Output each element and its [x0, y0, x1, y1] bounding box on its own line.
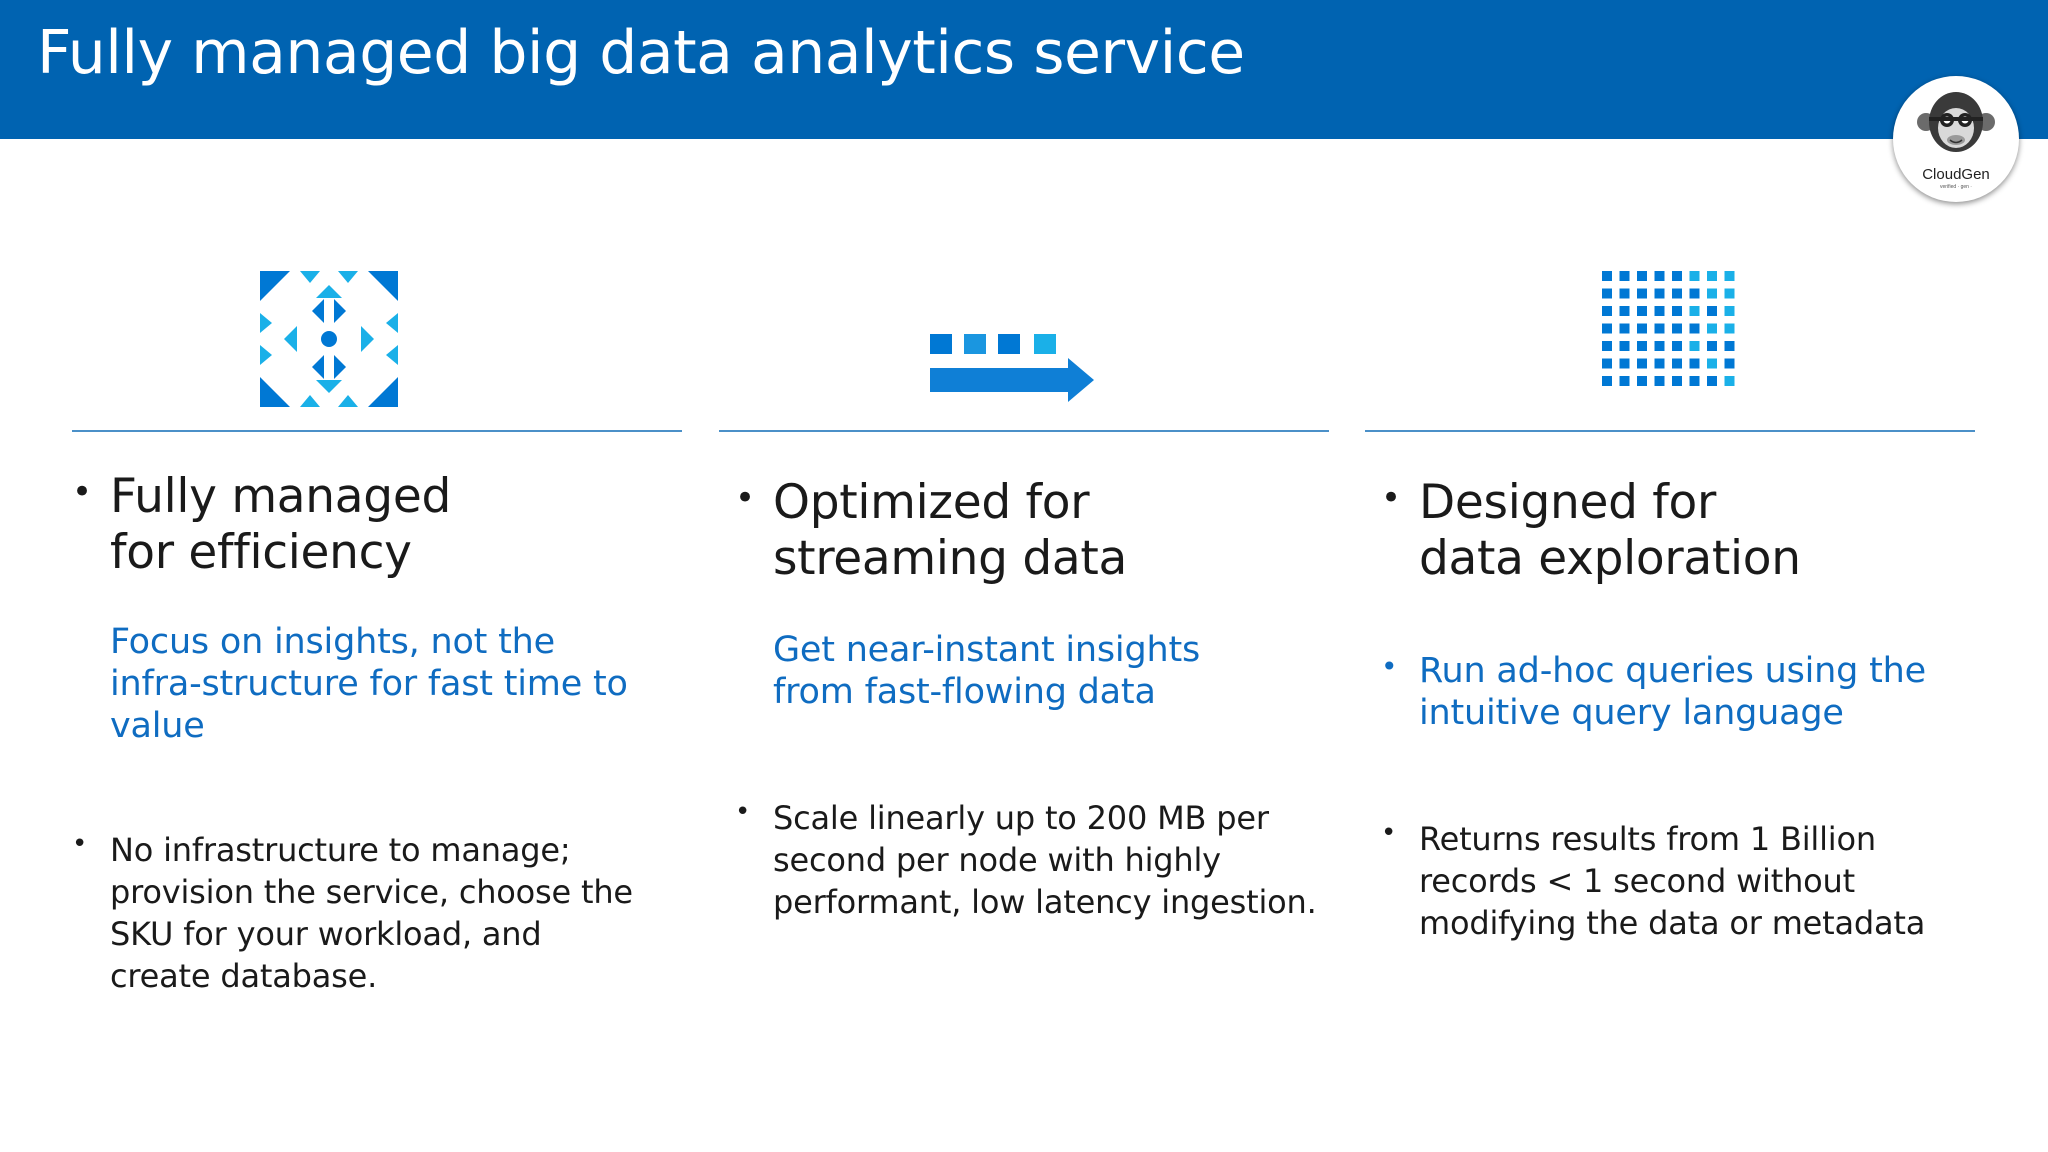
body-line-2: second per node with highly	[773, 841, 1221, 879]
subtext-line-1: Focus on insights, not the	[110, 622, 555, 662]
subtext-line-3: value	[110, 706, 205, 746]
heading-bullet: •	[1381, 478, 1402, 518]
body-bullet: •	[735, 797, 751, 827]
slide-header: Fully managed big data analytics service	[0, 0, 2048, 139]
cloudgen-logo: CloudGen verified · gen ·	[1893, 76, 2019, 202]
diamond-pattern-icon	[260, 271, 398, 411]
monkey-icon	[1917, 92, 1995, 152]
subtext-bullet: •	[1381, 650, 1398, 683]
subtext-line-1: Get near-instant insights	[773, 630, 1201, 670]
body-line-2: provision the service, choose the	[110, 873, 633, 911]
column-divider-3	[1365, 430, 1975, 432]
logo-tagline: verified · gen ·	[1940, 184, 1972, 190]
body-line-1: No infrastructure to manage;	[110, 831, 571, 869]
body-bullet: •	[72, 829, 88, 859]
body-line-3: performant, low latency ingestion.	[773, 883, 1317, 921]
body-line-3: modifying the data or metadata	[1419, 904, 1926, 942]
body-line-2: records < 1 second without	[1419, 862, 1855, 900]
body-line-4: create database.	[110, 957, 378, 995]
body-line-1: Returns results from 1 Billion	[1419, 820, 1876, 858]
heading-line-1: Fully managed	[110, 469, 451, 524]
subtext-line-2: intuitive query language	[1419, 693, 1844, 733]
heading-line-2: for efficiency	[110, 525, 412, 580]
slide-title: Fully managed big data analytics service	[37, 18, 1245, 88]
body-line-3: SKU for your workload, and	[110, 915, 542, 953]
subtext-line-2: from fast-flowing data	[773, 672, 1156, 712]
subtext-line-2: infra-structure for fast time to	[110, 664, 628, 704]
body-bullet: •	[1381, 818, 1397, 848]
logo-text: CloudGen	[1922, 166, 1990, 183]
dot-grid-icon	[1602, 271, 1740, 397]
heading-bullet: •	[72, 472, 93, 512]
column-divider-1	[72, 430, 682, 432]
subtext-line-1: Run ad-hoc queries using the	[1419, 651, 1926, 691]
heading-line-2: streaming data	[773, 531, 1127, 586]
heading-line-1: Optimized for	[773, 475, 1090, 530]
column-divider-2	[719, 430, 1329, 432]
body-line-1: Scale linearly up to 200 MB per	[773, 799, 1269, 837]
heading-line-2: data exploration	[1419, 531, 1801, 586]
heading-bullet: •	[735, 478, 756, 518]
heading-line-1: Designed for	[1419, 475, 1716, 530]
streaming-arrow-icon	[930, 334, 1094, 406]
